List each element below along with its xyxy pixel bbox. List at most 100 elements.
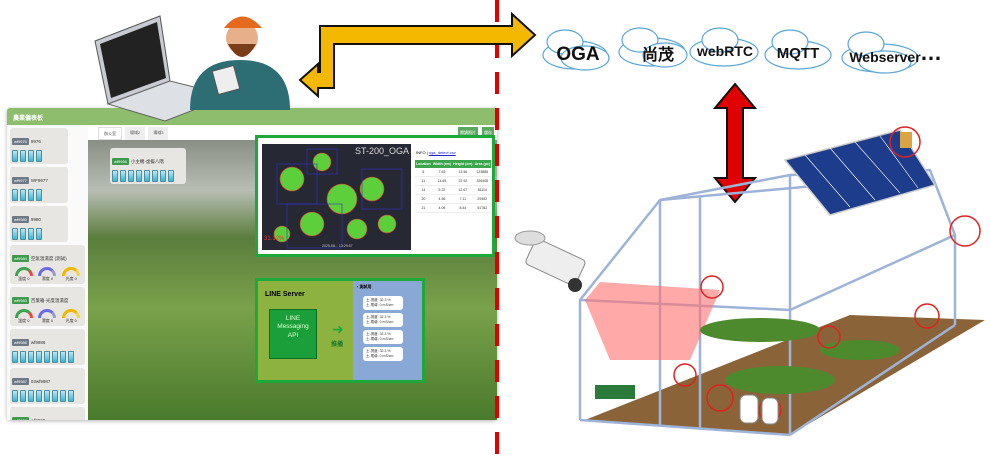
battery-level-icon <box>36 150 42 162</box>
cloud-mqtt: MQTT <box>776 44 820 62</box>
sensor-name: wf9999 <box>31 418 46 420</box>
battery-level-icon <box>44 351 50 363</box>
save-button[interactable]: 儲存 <box>482 127 494 138</box>
battery-level-icon <box>52 390 58 402</box>
tab-field-2[interactable]: 場域2 <box>125 127 146 140</box>
table-cell: 7.11 <box>452 194 474 204</box>
table-cell: 22.92 <box>452 176 474 186</box>
cloud-webserver: Webserver <box>849 49 921 65</box>
gauge-label: 濕度 0 <box>41 318 54 323</box>
gauge: 溫度 0 <box>14 309 34 324</box>
message-line: 土-濕度: 32.3 % <box>366 332 391 336</box>
bidirectional-arrow-red <box>712 82 758 204</box>
gauge: 光度 0 <box>61 267 81 282</box>
more-ellipsis: … <box>920 40 942 65</box>
battery-level-icon <box>12 228 18 240</box>
photo-button[interactable]: 閱讀照片 <box>458 127 478 138</box>
sensor-name: wf9986 <box>30 340 46 345</box>
message-line: 土-電導: 0 mS/cm <box>366 320 394 324</box>
sensor-id: wf9984 <box>12 255 29 262</box>
tab-office[interactable]: 辦公室 <box>98 127 122 140</box>
cloud-icon <box>689 27 759 67</box>
push-arrow-icon: ➜ <box>332 321 344 337</box>
table-cell: 4.56 <box>431 194 453 204</box>
table-cell: 8.44 <box>452 203 474 213</box>
table-cell: 326408 <box>473 176 491 186</box>
battery-level-icon <box>36 228 42 240</box>
battery-level-icon <box>20 351 26 363</box>
column-header: Width (cm) <box>431 160 453 168</box>
chat-header: ‹ 測試用 <box>353 281 422 293</box>
battery-level-icon <box>20 150 26 162</box>
battery-level-icon <box>12 189 18 201</box>
cloud-icon <box>841 31 919 74</box>
sensor-id: wf9980 <box>12 216 29 223</box>
battery-level-icon <box>28 351 34 363</box>
battery-level-icon <box>28 390 34 402</box>
table-cell: 4.09 <box>431 203 453 213</box>
cloud-shapes <box>542 27 919 74</box>
sensor-card[interactable]: wf9999wf9999溫度 0濕度 0光度 0 <box>10 407 85 420</box>
sensor-id: wf9956 <box>112 158 129 165</box>
table-cell: 11 <box>415 176 432 186</box>
sensor-name: WF9977 <box>30 178 48 183</box>
column-header: Location <box>415 160 432 168</box>
message-line: 土-電導: 0 mS/cm <box>366 337 394 341</box>
back-icon[interactable]: ‹ <box>357 284 360 289</box>
gauge-label: 濕度 0 <box>41 276 54 281</box>
gauge: 濕度 0 <box>37 309 57 324</box>
cloud-shangmao: 尚茂 <box>641 47 674 64</box>
gauge: 溫度 0 <box>14 267 34 282</box>
table-cell: 12.67 <box>452 185 474 195</box>
info-label: INFO | <box>416 150 428 155</box>
table-cell: 29452 <box>473 194 491 204</box>
battery-level-icon <box>120 170 126 182</box>
table-cell: 6 <box>415 168 432 177</box>
sensor-name: 空氣溫濕度 (測試) <box>30 256 67 261</box>
battery-level-icon <box>20 228 26 240</box>
table-cell: 51782 <box>473 203 491 213</box>
plant-detection-graphic <box>273 148 403 249</box>
battery-level-icon <box>12 150 18 162</box>
oga-info: INFO | oga_detect.csv <box>416 150 456 155</box>
cloud-webrtc: webRTC <box>697 43 753 59</box>
battery-level-icon <box>168 170 174 182</box>
battery-level-icon <box>20 390 26 402</box>
battery-level-icon <box>52 351 58 363</box>
chat-message: 土-濕度: 32.3 %土-電導: 0 mS/cm <box>363 296 403 310</box>
csv-link[interactable]: oga_detect.csv <box>428 150 456 155</box>
battery-level-icon <box>36 189 42 201</box>
line-panel: LINE Server LINE Messaging API ➜ 推播 ‹ 測試… <box>255 278 425 383</box>
tab-field-3[interactable]: 場域3 <box>148 127 169 140</box>
sensor-name: 9976 <box>30 139 41 144</box>
battery-level-icon <box>160 170 166 182</box>
farmer-icon <box>190 16 290 110</box>
gauge-label: 光度 0 <box>65 318 77 323</box>
table-cell: 7.63 <box>431 168 453 177</box>
sensor-id: wf9987 <box>12 378 29 385</box>
battery-level-icon <box>12 351 18 363</box>
cloud-oga: OGA <box>556 44 600 65</box>
camera-field-of-view <box>585 282 720 360</box>
table-cell: 14.65 <box>431 176 453 186</box>
chat-message: 土-濕度: 32.3 %土-電導: 0 mS/cm <box>363 313 403 327</box>
battery-level-icon <box>36 390 42 402</box>
push-label: 推播 <box>331 342 344 348</box>
sensor-id: wf9986 <box>12 339 29 346</box>
